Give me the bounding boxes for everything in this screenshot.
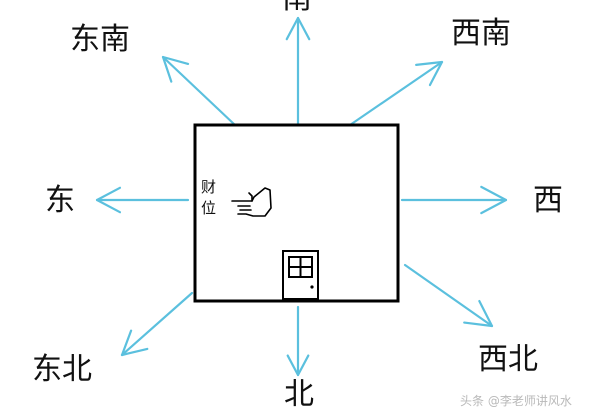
pointing-hand-icon [231, 187, 272, 217]
direction-label-east: 东 [45, 183, 75, 218]
arrow-left [95, 186, 190, 214]
arrows-and-house [95, 16, 508, 377]
arrow-bottom [286, 305, 310, 377]
watermark: 头条 @李老师讲风水 [460, 394, 572, 408]
compass-diagram: 南 东南 西南 东 西 东北 西北 北 财 位 头条 @李老师讲风水 [32, 0, 572, 410]
arrow-upper-left [161, 55, 237, 127]
direction-label-north-bottom: 北 [284, 377, 314, 412]
direction-label-southeast: 东南 [70, 22, 130, 57]
direction-label-southwest: 西南 [451, 16, 511, 51]
arrow-right [400, 185, 508, 215]
arrow-lower-left [120, 291, 194, 357]
direction-label-northeast: 东北 [32, 352, 92, 387]
door-icon [282, 250, 319, 300]
direction-label-south-top: 南 [282, 0, 312, 14]
wealth-position-label: 财 位 [201, 177, 219, 219]
arrow-top [285, 16, 311, 127]
wealth-char-1: 财 [201, 178, 217, 196]
arrow-upper-right [348, 60, 444, 127]
arrow-lower-right [403, 263, 494, 328]
wealth-char-2: 位 [201, 199, 217, 217]
direction-label-west: 西 [533, 183, 563, 218]
direction-label-northwest: 西北 [478, 342, 538, 377]
